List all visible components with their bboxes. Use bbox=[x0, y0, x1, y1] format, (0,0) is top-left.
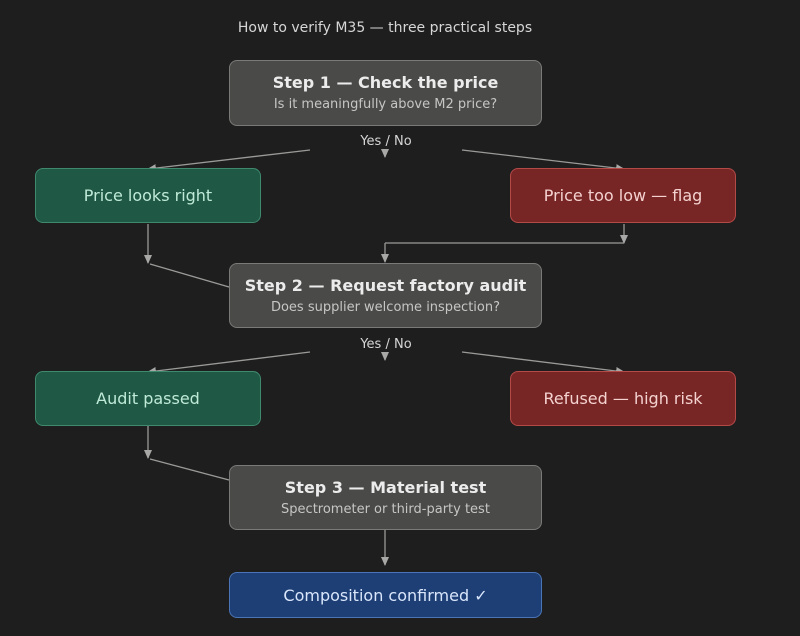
step1-box: Step 1 — Check the price Is it meaningfu… bbox=[229, 60, 542, 126]
branch1-label: Yes / No bbox=[360, 134, 412, 149]
connector-step2-yes bbox=[147, 351, 311, 375]
step2-yes-box: Audit passed bbox=[35, 371, 261, 426]
connector-step2-no bbox=[461, 351, 625, 375]
step2-title: Step 2 — Request factory audit bbox=[244, 275, 527, 295]
step2-box: Step 2 — Request factory audit Does supp… bbox=[229, 263, 542, 328]
step1-yes-box: Price looks right bbox=[35, 168, 261, 223]
connector-yes1-step2 bbox=[149, 263, 230, 288]
step1-no-box: Price too low — flag bbox=[510, 168, 736, 223]
connector-step1-no bbox=[461, 149, 625, 173]
step1-question: Is it meaningfully above M2 price? bbox=[273, 97, 498, 112]
diagram-title: How to verify M35 — three practical step… bbox=[237, 20, 533, 36]
step3-question: Spectrometer or third-party test bbox=[281, 501, 490, 517]
step2-question: Does supplier welcome inspection? bbox=[270, 299, 501, 315]
branch2-label: Yes / No bbox=[360, 337, 412, 352]
step1-title: Step 1 — Check the price bbox=[272, 73, 499, 92]
step3-box: Step 3 — Material test Spectrometer or t… bbox=[229, 465, 542, 530]
result-box: Composition confirmed ✓ bbox=[229, 572, 542, 618]
connector-yes2-step3 bbox=[149, 458, 230, 481]
connector-step1-yes bbox=[147, 149, 311, 173]
step2-no-box: Refused — high risk bbox=[510, 371, 736, 426]
step3-title: Step 3 — Material test bbox=[284, 477, 487, 497]
